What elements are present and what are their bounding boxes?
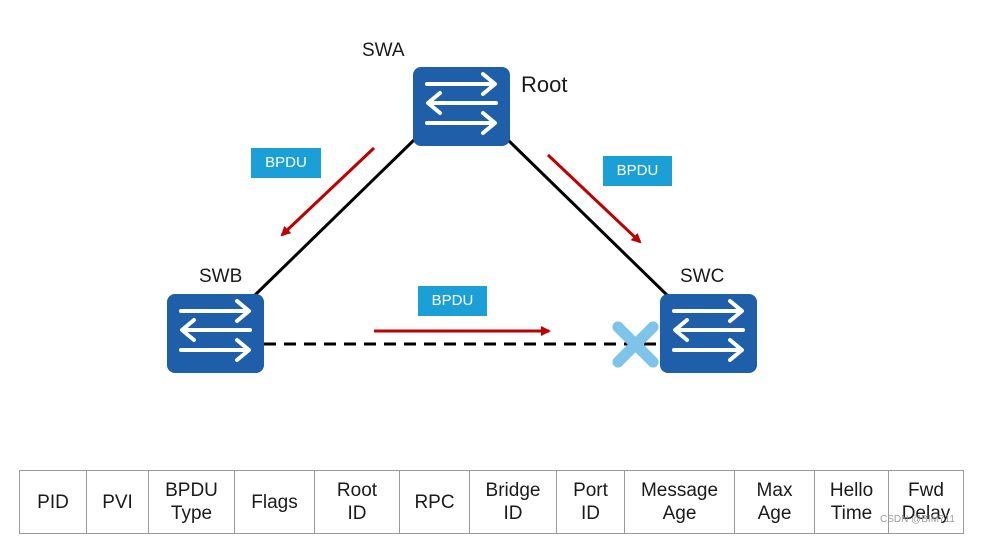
- swb-label: SWB: [199, 266, 243, 287]
- bpdu-arrow-swa-to-swb: [280, 146, 376, 237]
- bpdu-tag-swb-to-swc: BPDU: [418, 286, 487, 316]
- root-label: Root: [521, 72, 568, 97]
- bpdu-tag-swa-to-swc: BPDU: [603, 156, 672, 186]
- bpdu-arrow-swa-to-swc: [546, 153, 642, 244]
- swc-label: SWC: [680, 266, 725, 287]
- switch-icon-swb: [167, 294, 264, 373]
- switch-icon-swc: [660, 294, 757, 373]
- field-pvi: PVI: [86, 470, 149, 534]
- link-swa-swc: [506, 138, 670, 298]
- watermark: CSDN @BIM711: [880, 514, 955, 525]
- switch-icon-swa: [413, 67, 510, 146]
- field-rpc: RPC: [399, 470, 470, 534]
- link-swa-swb: [252, 138, 416, 298]
- bpdu-tag-swa-to-swb: BPDU: [251, 148, 321, 178]
- field-pid: PID: [19, 470, 87, 534]
- swa-label: SWA: [362, 40, 405, 61]
- field-flags: Flags: [234, 470, 315, 534]
